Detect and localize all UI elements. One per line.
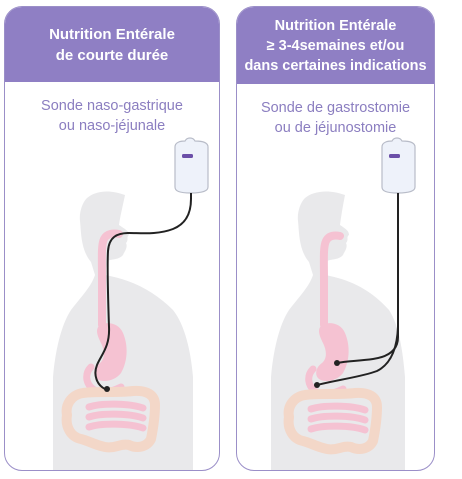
panel-title-line: Nutrition Entérale [49, 25, 175, 43]
panel-title-line: ≥ 3-4semaines et/ou [266, 37, 405, 54]
panel-title-line: Nutrition Entérale [274, 17, 397, 34]
stomach [316, 323, 349, 381]
esophagus [319, 231, 344, 329]
panel-subtitle: Sonde de gastrostomie ou de jéjunostomie [237, 98, 434, 138]
large-intestine [283, 387, 382, 455]
large-intestine [61, 385, 160, 453]
panel-long-term: Nutrition Entérale ≥ 3-4semaines et/ou d… [236, 6, 435, 471]
esophagus [97, 229, 123, 329]
panel-subtitle-line: ou de jéjunostomie [274, 120, 397, 136]
panel-header: Nutrition Entérale de courte durée [5, 7, 219, 82]
gastrostomy-tube-illustration [271, 137, 416, 470]
jejunostomy-tube [316, 326, 399, 386]
feeding-bag-icon [381, 137, 416, 199]
jejunostomy-tube-tip [314, 382, 320, 388]
gastrostomy-tube-tip [334, 360, 340, 366]
nasogastric-tube [94, 198, 192, 390]
panel-header: Nutrition Entérale ≥ 3-4semaines et/ou d… [237, 7, 434, 84]
panel-title-line: de courte durée [55, 46, 169, 64]
panel-subtitle: Sonde naso-gastrique ou naso-jéjunale [5, 96, 219, 136]
panel-subtitle-line: Sonde de gastrostomie [260, 100, 411, 116]
panel-subtitle-line: Sonde naso-gastrique [41, 98, 183, 114]
panel-subtitle-line: ou naso-jéjunale [58, 118, 166, 134]
panel-title-line: dans certaines indications [244, 57, 427, 74]
stomach [94, 323, 127, 381]
nasogastric-tube-illustration [53, 137, 209, 470]
panel-short-term: Nutrition Entérale de courte durée Sonde… [4, 6, 220, 471]
feeding-bag-icon [174, 137, 209, 199]
tube-tip [104, 386, 110, 392]
